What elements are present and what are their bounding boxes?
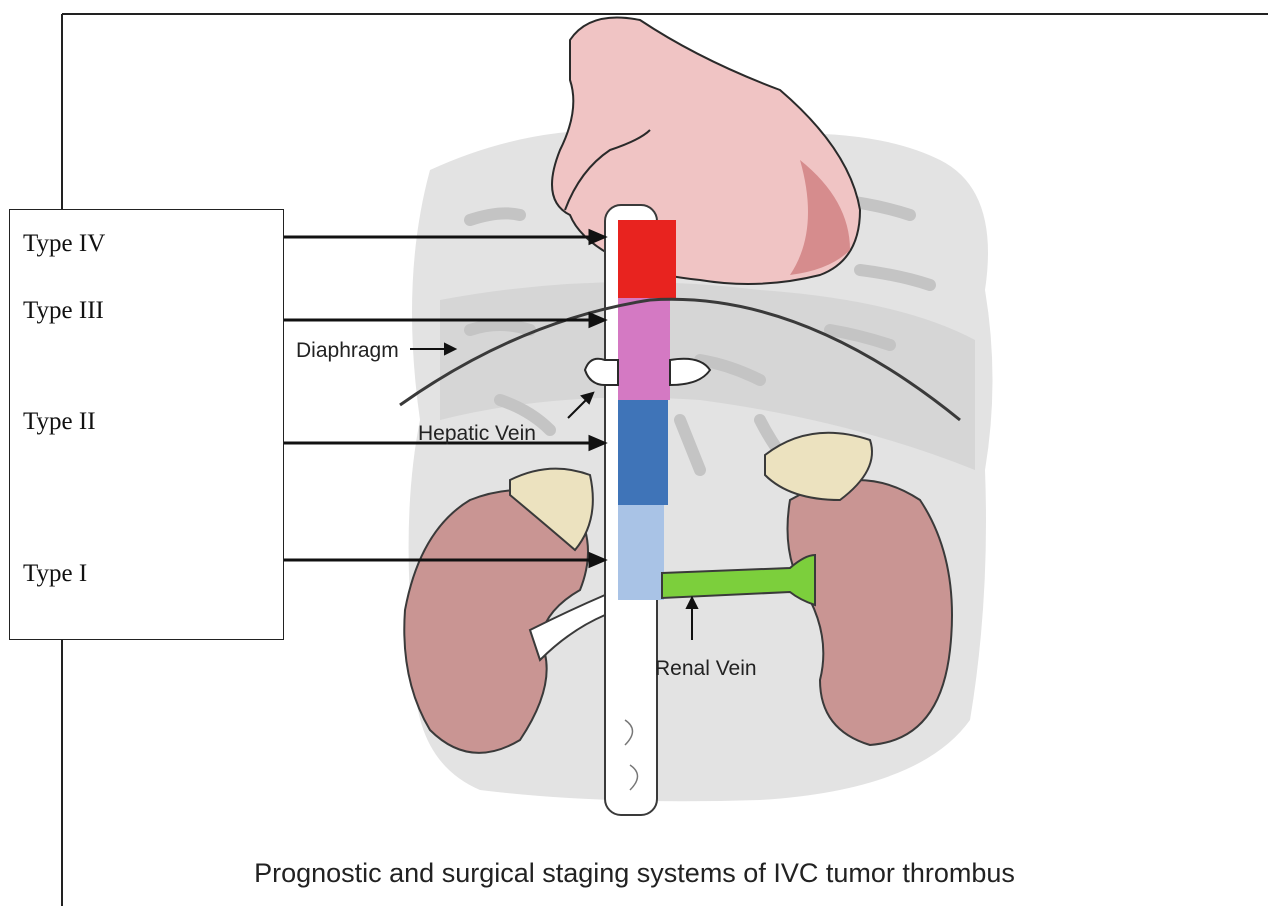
- type-i-label: Type I: [23, 560, 87, 588]
- diagram-caption: Prognostic and surgical staging systems …: [0, 858, 1269, 889]
- renal-vein-label: Renal Vein: [655, 657, 757, 680]
- hepatic-vein-label: Hepatic Vein: [418, 422, 536, 445]
- thrombus-type-i: [618, 505, 664, 600]
- type-iv-label: Type IV: [23, 230, 105, 258]
- thrombus-type-iv: [618, 220, 676, 298]
- diaphragm-label: Diaphragm: [296, 339, 399, 362]
- thrombus-type-iii: [618, 298, 670, 400]
- type-ii-label: Type II: [23, 408, 96, 436]
- thrombus-type-ii: [618, 400, 668, 505]
- type-iii-label: Type III: [23, 297, 104, 325]
